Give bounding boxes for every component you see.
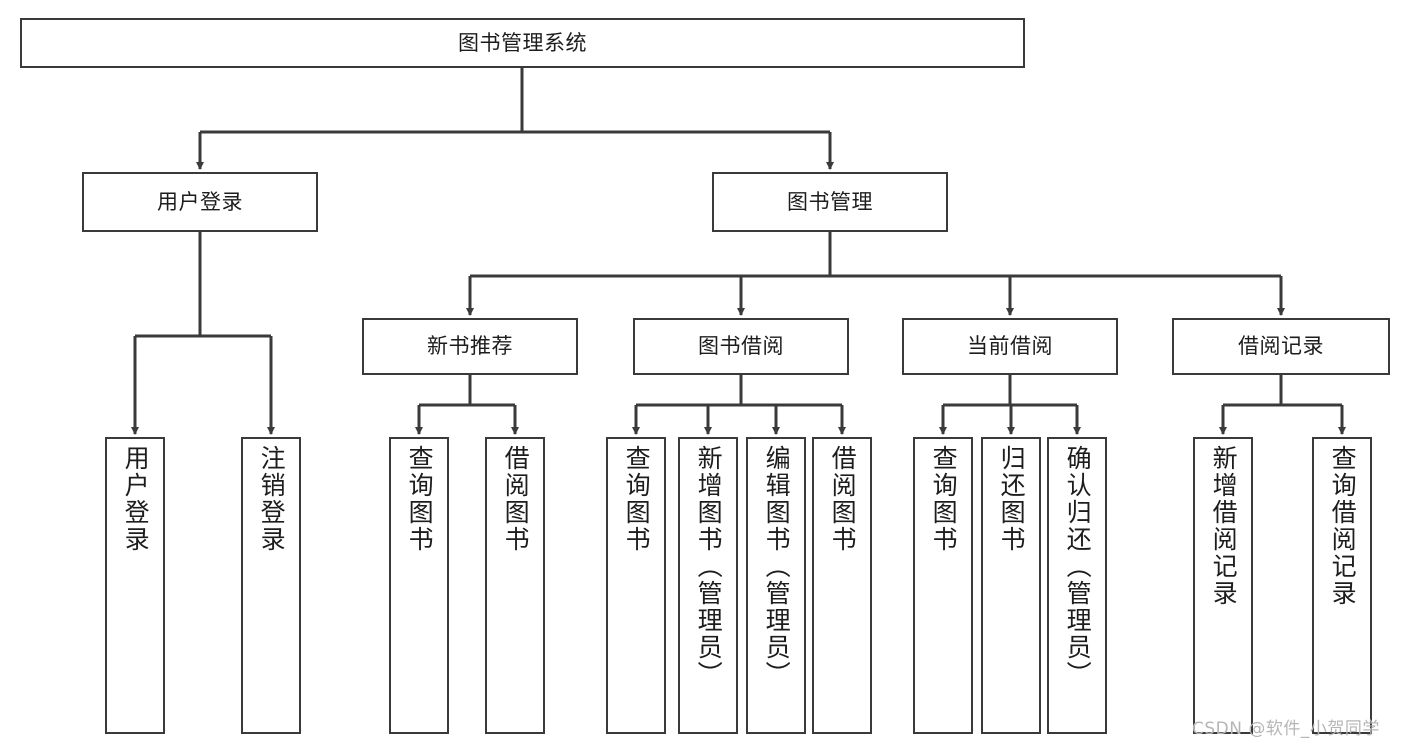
node-leaf-borrow-book-2-label: 借阅图书 [828,445,858,553]
node-leaf-confirm-return-label: 确认归还（管理员） [1063,445,1093,688]
node-leaf-query-record-label: 查询借阅记录 [1328,445,1358,607]
node-leaf-borrow-book-1[interactable]: 借阅图书 [485,437,545,734]
node-leaf-query-book-3-label: 查询图书 [929,445,959,553]
node-root-label: 图书管理系统 [458,30,587,55]
node-leaf-query-book-1[interactable]: 查询图书 [389,437,449,734]
node-user-login-label: 用户登录 [157,189,243,214]
node-current-borrow[interactable]: 当前借阅 [902,318,1118,375]
node-book-management[interactable]: 图书管理 [712,172,948,232]
node-root[interactable]: 图书管理系统 [20,18,1025,68]
node-book-borrow[interactable]: 图书借阅 [633,318,849,375]
node-leaf-user-login[interactable]: 用户登录 [105,437,165,734]
node-leaf-edit-book[interactable]: 编辑图书（管理员） [746,437,806,734]
node-leaf-borrow-book-1-label: 借阅图书 [501,445,531,553]
node-new-book-recommend[interactable]: 新书推荐 [362,318,578,375]
node-leaf-add-record[interactable]: 新增借阅记录 [1193,437,1253,734]
node-user-login[interactable]: 用户登录 [82,172,318,232]
node-leaf-return-book[interactable]: 归还图书 [981,437,1041,734]
node-leaf-add-record-label: 新增借阅记录 [1209,445,1239,607]
node-leaf-query-record[interactable]: 查询借阅记录 [1312,437,1372,734]
node-leaf-borrow-book-2[interactable]: 借阅图书 [812,437,872,734]
node-leaf-query-book-2[interactable]: 查询图书 [606,437,666,734]
node-leaf-logout-login-label: 注销登录 [257,445,287,553]
node-new-book-recommend-label: 新书推荐 [427,334,513,359]
node-leaf-query-book-2-label: 查询图书 [622,445,652,553]
node-leaf-query-book-1-label: 查询图书 [405,445,435,553]
node-leaf-add-book-label: 新增图书（管理员） [694,445,724,688]
node-borrow-record-label: 借阅记录 [1238,334,1324,359]
node-leaf-add-book[interactable]: 新增图书（管理员） [678,437,738,734]
node-borrow-record[interactable]: 借阅记录 [1172,318,1390,375]
node-current-borrow-label: 当前借阅 [967,334,1053,359]
watermark: CSDN @软件_小贺同学 [1192,719,1380,739]
node-leaf-return-book-label: 归还图书 [997,445,1027,553]
node-leaf-user-login-label: 用户登录 [121,445,151,553]
node-leaf-edit-book-label: 编辑图书（管理员） [762,445,792,688]
node-leaf-confirm-return[interactable]: 确认归还（管理员） [1047,437,1107,734]
node-leaf-logout-login[interactable]: 注销登录 [241,437,301,734]
node-leaf-query-book-3[interactable]: 查询图书 [913,437,973,734]
node-book-management-label: 图书管理 [787,189,873,214]
node-book-borrow-label: 图书借阅 [698,334,784,359]
